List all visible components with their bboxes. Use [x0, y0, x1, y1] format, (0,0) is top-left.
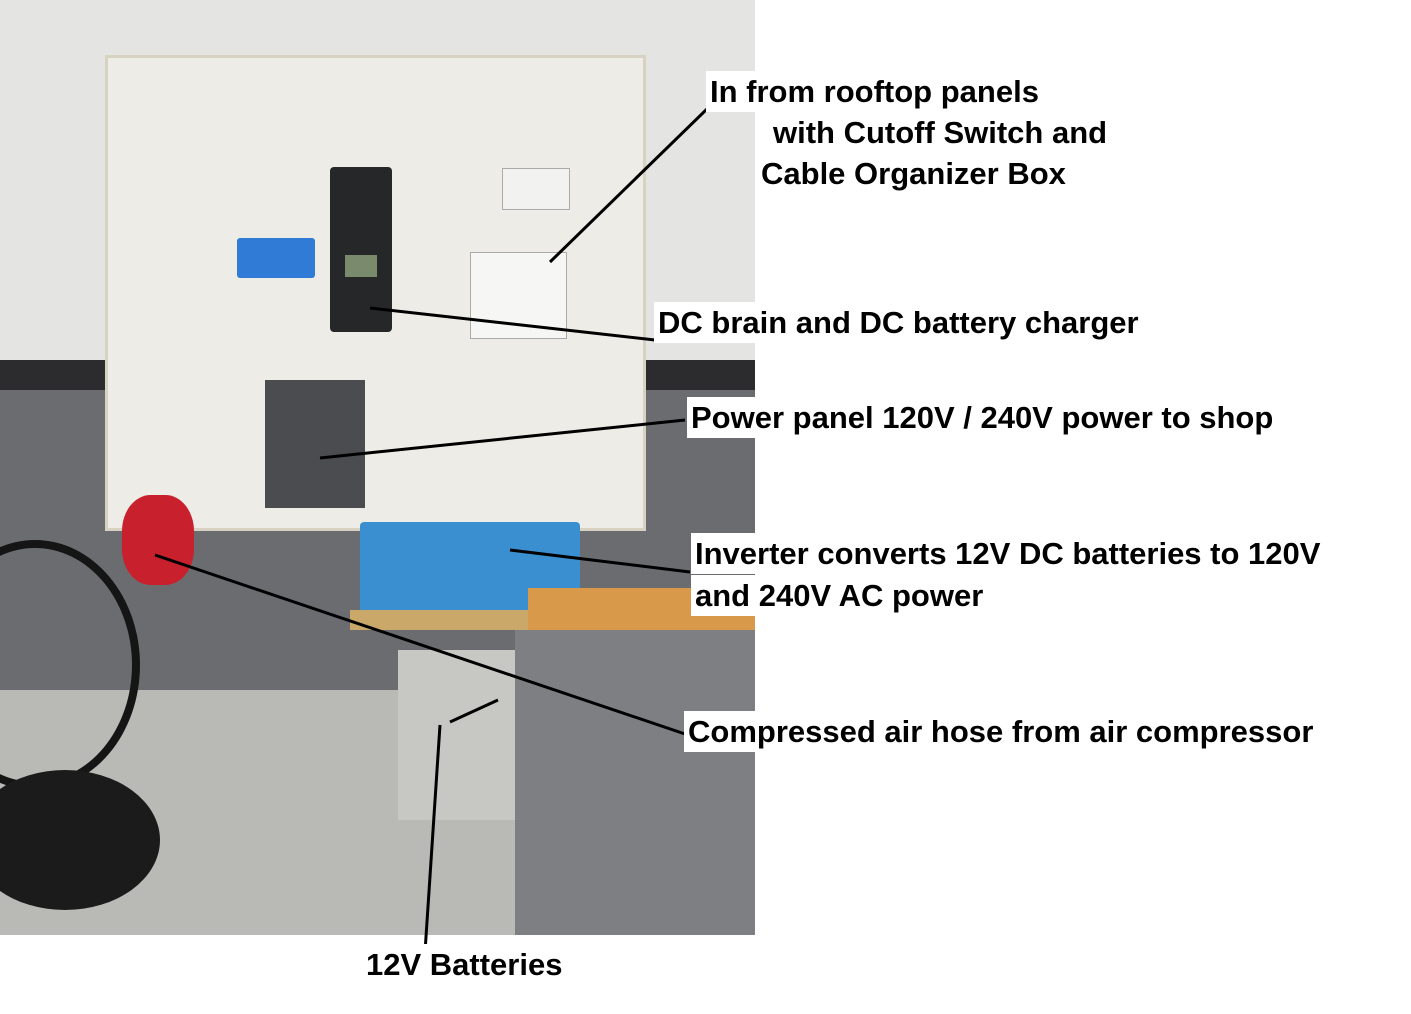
charge-controller [330, 167, 392, 332]
leader-rooftop [548, 106, 710, 264]
cutoff-switch-box [502, 168, 570, 210]
wood-stand [350, 610, 540, 630]
controller-screen [345, 255, 377, 277]
label-air-hose: Compressed air hose from air compressor [684, 711, 1318, 752]
label-power-panel: Power panel 120V / 240V power to shop [687, 397, 1278, 438]
fan-base [0, 770, 160, 910]
label-inverter-1: Inverter converts 12V DC batteries to 12… [691, 533, 1325, 574]
label-rooftop-3: Cable Organizer Box [757, 153, 1070, 194]
leader-batteries-b [449, 698, 499, 724]
label-rooftop-1: In from rooftop panels [706, 71, 1043, 112]
leader-inverter [509, 548, 691, 574]
leader-dc-brain [369, 306, 656, 342]
label-dc-brain: DC brain and DC battery charger [654, 302, 1143, 343]
leader-batteries-a [423, 724, 442, 953]
leader-power-panel [319, 418, 686, 460]
leader-air-hose [154, 553, 689, 737]
battery [398, 650, 518, 820]
label-batteries: 12V Batteries [362, 944, 567, 985]
tool-cabinet [515, 630, 755, 935]
battery-monitor [237, 238, 315, 278]
shop-photo [0, 0, 755, 935]
hose-reel [122, 495, 194, 585]
power-panel-box [265, 380, 365, 508]
label-rooftop-2: with Cutoff Switch and [769, 112, 1112, 153]
label-inverter-2: and 240V AC power [691, 575, 988, 616]
